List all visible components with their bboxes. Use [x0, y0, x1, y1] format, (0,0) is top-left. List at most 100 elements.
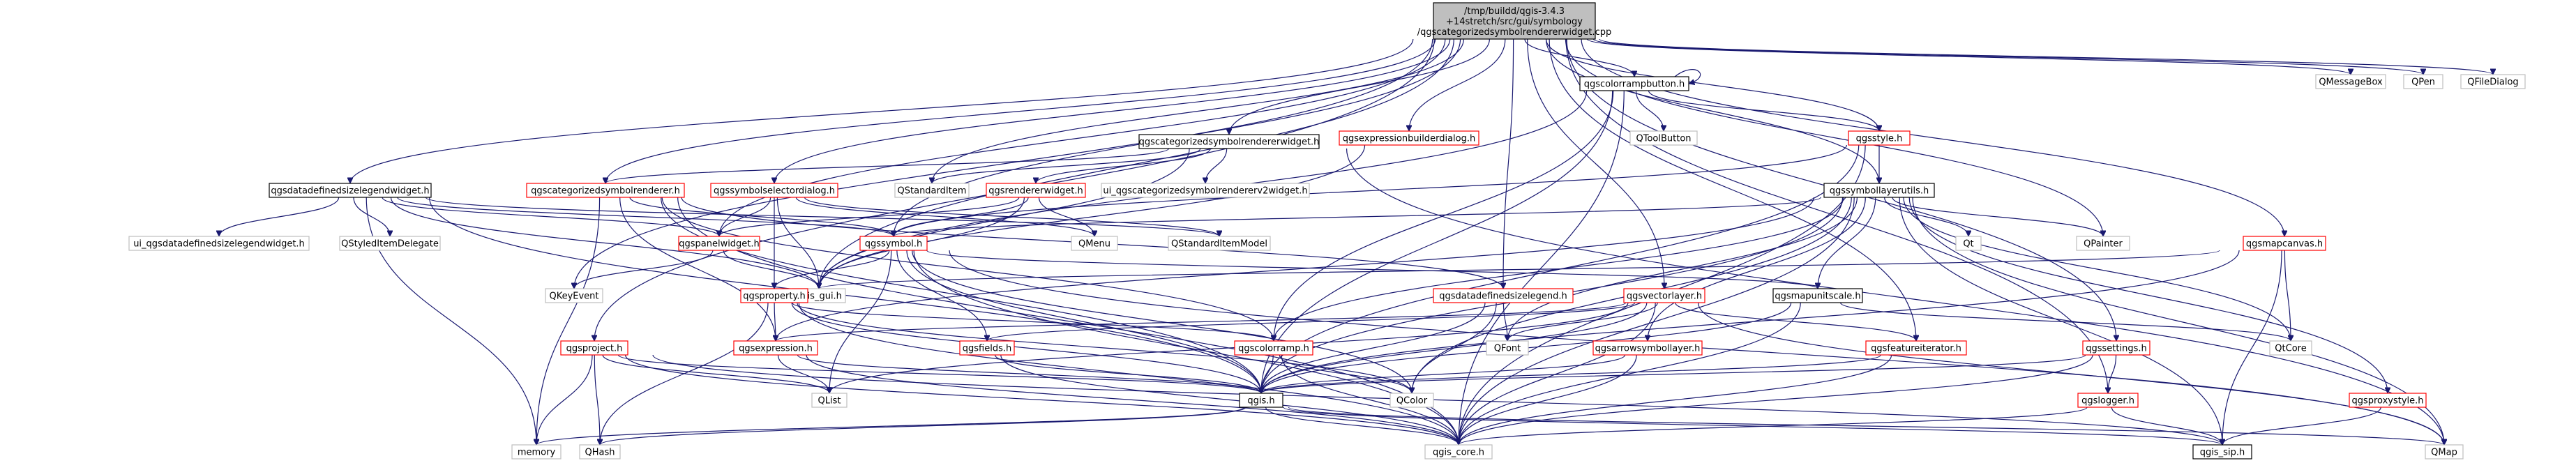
node-qt[interactable]: Qt	[1955, 236, 1982, 251]
node-qgis[interactable]: qgis.h	[1239, 393, 1283, 408]
node-qgspanelwidget[interactable]: qgspanelwidget.h	[678, 236, 760, 251]
node-qgssymbolselectordialog[interactable]: qgssymbolselectordialog.h	[710, 183, 838, 198]
node-label: QPainter	[2084, 239, 2123, 250]
edge	[2222, 250, 2282, 445]
node-qgsrendererwidget[interactable]: qgsrendererwidget.h	[986, 183, 1086, 198]
node-box	[1071, 236, 1118, 251]
node-qgssymbol[interactable]: qgssymbol.h	[859, 236, 928, 251]
edge	[774, 250, 890, 289]
edge	[894, 197, 1821, 237]
node-qgsdatadefinedsizelegend[interactable]: qgsdatadefinedsizelegend.h	[1433, 288, 1574, 303]
node-qgsfields[interactable]: qgsfields.h	[959, 340, 1015, 356]
node-qgscategorizedsymbolrendererwidget[interactable]: qgscategorizedsymbolrendererwidget.h	[1138, 134, 1320, 149]
node-qgscategorizedsymbolrenderer[interactable]: qgscategorizedsymbolrenderer.h	[526, 183, 685, 198]
node-qgslogger[interactable]: qgslogger.h	[2077, 393, 2139, 408]
node-qgscolorramp[interactable]: qgscolorramp.h	[1234, 340, 1313, 356]
node-label: qgis_core.h	[1433, 448, 1484, 458]
node-qgscolorrampbutton[interactable]: qgscolorrampbutton.h	[1579, 76, 1689, 91]
node-qgssymbollayerutils[interactable]: qgssymbollayerutils.h	[1823, 183, 1935, 198]
edge	[1839, 302, 2291, 342]
node-qgis-sip[interactable]: qgis_sip.h	[2192, 444, 2252, 460]
edge	[1507, 302, 1658, 342]
node-qgssettings[interactable]: qgssettings.h	[2082, 340, 2151, 356]
edge	[774, 38, 1451, 183]
node-qgsvectorlayer[interactable]: qgsvectorlayer.h	[1623, 288, 1705, 303]
edge	[1549, 38, 1916, 341]
node-box	[2269, 340, 2312, 356]
node-box	[1234, 340, 1313, 356]
node-qgsmapcanvas[interactable]: qgsmapcanvas.h	[2243, 236, 2326, 251]
node-label: QStandardItem	[898, 186, 967, 197]
node-qhash[interactable]: QHash	[579, 444, 621, 460]
edge	[366, 197, 536, 445]
node-label: qgssymbolselectordialog.h	[714, 186, 835, 197]
edge	[994, 354, 1261, 394]
node-qpainter[interactable]: QPainter	[2076, 236, 2130, 251]
node-qfont[interactable]: QFont	[1486, 340, 1529, 356]
edge	[1599, 38, 2493, 75]
edge	[1261, 302, 1648, 393]
node-qgsproxystyle[interactable]: qgsproxystyle.h	[2349, 393, 2427, 408]
edge	[719, 197, 1020, 237]
node-qgsproject[interactable]: qgsproject.h	[560, 340, 628, 356]
node-label: qgscategorizedsymbolrenderer.h	[531, 186, 680, 197]
edge	[932, 38, 1464, 183]
node-qmenu[interactable]: QMenu	[1071, 236, 1118, 251]
node-label: QMap	[2431, 448, 2457, 458]
edge	[819, 38, 1454, 289]
node-qstyleditemdelegate[interactable]: QStyledItemDelegate	[339, 236, 441, 251]
node-qgsdatadefinedsizelegendwidget[interactable]: qgsdatadefinedsizelegendwidget.h	[269, 183, 432, 198]
node-qgsproperty[interactable]: qgsproperty.h	[740, 288, 808, 303]
node-qgsarrowsymbollayer[interactable]: qgsarrowsymbollayer.h	[1592, 340, 1703, 356]
node-qmap[interactable]: QMap	[2425, 444, 2464, 460]
edge	[776, 197, 819, 289]
edge	[1281, 354, 1459, 445]
node-box	[1239, 393, 1283, 408]
node-label: QStyledItemDelegate	[341, 239, 439, 250]
node-qgsstyle[interactable]: qgsstyle.h	[1848, 130, 1911, 146]
node-qlist[interactable]: QList	[811, 393, 848, 408]
node-box	[1486, 340, 1529, 356]
edge	[804, 197, 1219, 237]
edge	[1038, 197, 1094, 237]
edge	[1648, 197, 1866, 341]
edge	[600, 407, 1246, 446]
edge	[1279, 354, 1412, 394]
node-box	[1138, 134, 1320, 149]
node-box	[1823, 183, 1935, 198]
node-label: Qt	[1963, 239, 1973, 250]
node-qtoolbutton[interactable]: QToolButton	[1629, 130, 1698, 146]
root-node[interactable]: /tmp/buildd/qgis-3.4.3 +14stretch/src/gu…	[1417, 2, 1612, 40]
edge	[1000, 354, 1459, 445]
node-box	[1955, 236, 1982, 251]
edge	[1892, 197, 2103, 237]
node-box	[894, 183, 970, 198]
node-qgsfeatureiterator[interactable]: qgsfeatureiterator.h	[1865, 340, 1967, 356]
node-label: qgspanelwidget.h	[679, 239, 760, 250]
node-qgsexpressionbuilderdialog[interactable]: qgsexpressionbuilderdialog.h	[1339, 130, 1479, 146]
node-label: QMenu	[1078, 239, 1110, 250]
node-label: ui_qgscategorizedsymbolrendererv2widget.…	[1103, 186, 1307, 197]
edge	[1261, 354, 2086, 394]
node-qgsmapunitscale[interactable]: qgsmapunitscale.h	[1772, 288, 1863, 303]
edge	[536, 354, 593, 445]
node-qtcore[interactable]: QtCore	[2269, 340, 2312, 356]
node-label: qgsproxystyle.h	[2351, 396, 2423, 407]
node-qstandarditem[interactable]: QStandardItem	[894, 183, 970, 198]
edge	[602, 354, 829, 394]
node-qgsexpression[interactable]: qgsexpression.h	[733, 340, 818, 356]
node-qfiledialog[interactable]: QFileDialog	[2460, 74, 2526, 89]
node-qcolor[interactable]: QColor	[1389, 393, 1434, 408]
node-qstandarditemmodel[interactable]: QStandardItemModel	[1168, 236, 1271, 251]
node-ui-qgsdatadefinedsizelegendwidget[interactable]: ui_qgsdatadefinedsizelegendwidget.h	[128, 236, 310, 251]
node-qkeyevent[interactable]: QKeyEvent	[545, 288, 603, 303]
node-ui-qgscategorizedsymbolrendererv2widget[interactable]: ui_qgscategorizedsymbolrendererv2widget.…	[1101, 183, 1310, 198]
node-label: qgscolorramp.h	[1238, 344, 1309, 354]
node-qmessagebox[interactable]: QMessageBox	[2315, 74, 2386, 89]
node-memory[interactable]: memory	[511, 444, 562, 460]
node-label: qgscolorrampbutton.h	[1584, 79, 1685, 90]
node-qgis-core[interactable]: qgis_core.h	[1424, 444, 1493, 460]
node-box	[128, 236, 310, 251]
node-qpen[interactable]: QPen	[2403, 74, 2443, 89]
edge	[1459, 90, 1625, 445]
